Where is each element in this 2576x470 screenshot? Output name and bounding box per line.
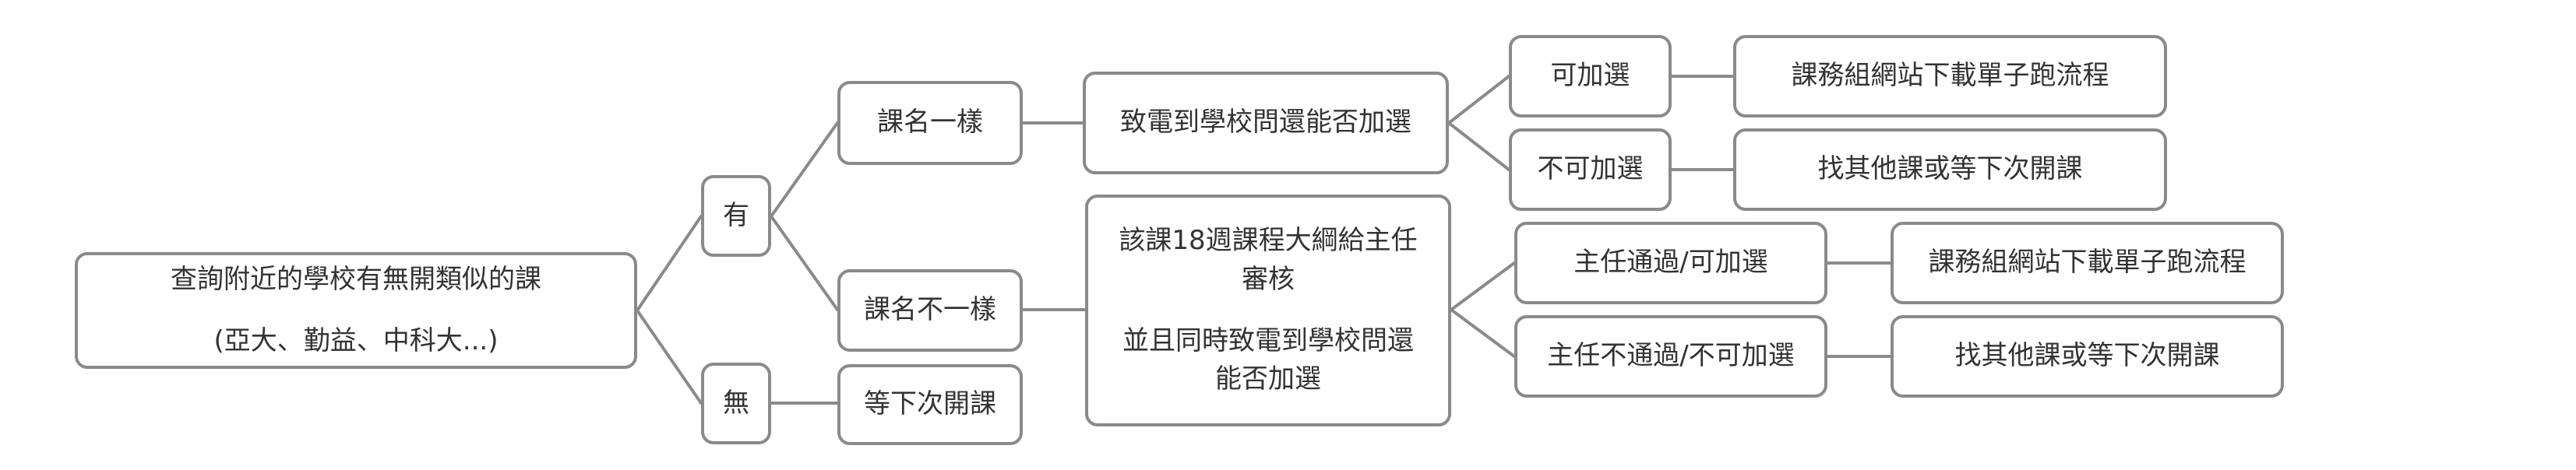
can-add-result-node: 課務組網站下載單子跑流程 [1733,35,2167,118]
cannot-add-node: 不可加選 [1509,128,1672,211]
edge-action-fail [1450,308,1516,358]
fail-label: 主任不通過/不可加選 [1547,340,1795,372]
pass-result-node: 課務組網站下載單子跑流程 [1891,222,2284,304]
no-result-node: 等下次開課 [837,364,1023,445]
no-result-label: 等下次開課 [864,388,996,420]
same-name-action-node: 致電到學校問還能否加選 [1083,72,1449,174]
edge-action-pass [1450,261,1516,311]
can-add-result-label: 課務組網站下載單子跑流程 [1791,60,2109,92]
cannot-add-label: 不可加選 [1537,153,1644,185]
root-node: 查詢附近的學校有無開類似的課 (亞大、勤益、中科大...) [75,252,637,369]
fail-node: 主任不通過/不可加選 [1514,315,1827,398]
diff-name-node: 課名不一樣 [837,269,1023,352]
fail-result-node: 找其他課或等下次開課 [1891,315,2284,398]
cannot-add-result-node: 找其他課或等下次開課 [1733,128,2167,211]
diff-name-action-node: 該課18週課程大綱給主任 審核 並且同時致電到學校問還 能否加選 [1085,195,1451,426]
edge-yes-diff [770,215,839,311]
root-line2: (亞大、勤益、中科大...) [213,325,499,356]
edge-action-cannot [1447,121,1510,171]
diff-action-line2: 審核 [1242,263,1295,295]
can-add-node: 可加選 [1509,35,1672,118]
yes-node: 有 [701,175,771,257]
edge-action-can [1447,75,1510,125]
fail-result-label: 找其他課或等下次開課 [1954,340,2220,372]
pass-node: 主任通過/可加選 [1514,222,1827,304]
root-line1: 查詢附近的學校有無開類似的課 [171,263,541,295]
diff-action-line4: 能否加選 [1215,363,1321,395]
pass-result-label: 課務組網站下載單子跑流程 [1928,247,2247,279]
cannot-add-result-label: 找其他課或等下次開課 [1817,153,2083,185]
edge-yes-same [770,121,839,218]
same-name-action-label: 致電到學校問還能否加選 [1120,107,1411,139]
same-name-label: 課名一樣 [877,107,983,139]
edge-root-yes [636,215,703,312]
diff-name-label: 課名不一樣 [864,294,996,326]
edge-root-no [636,309,703,405]
diff-action-line3: 並且同時致電到學校問還 [1122,325,1414,356]
diff-action-line1: 該課18週課程大綱給主任 [1119,225,1418,257]
no-node: 無 [701,363,771,444]
can-add-label: 可加選 [1550,60,1630,92]
yes-label: 有 [723,199,749,231]
pass-label: 主任通過/可加選 [1573,247,1768,279]
no-label: 無 [723,387,749,419]
same-name-node: 課名一樣 [837,81,1023,165]
